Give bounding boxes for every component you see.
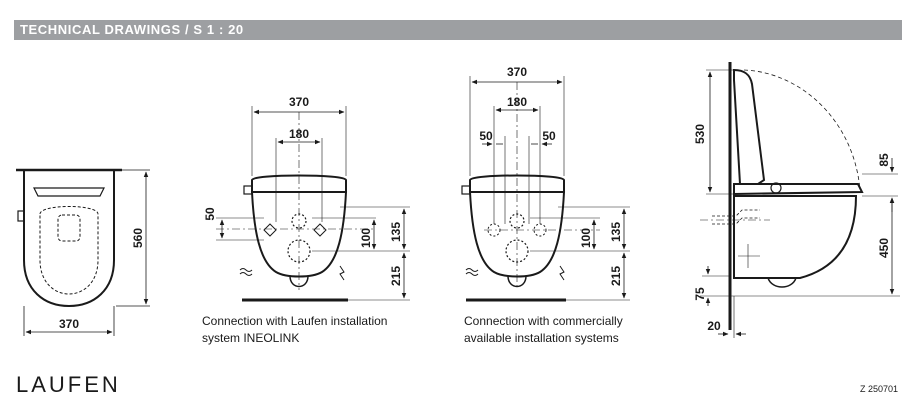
ineolink-spacing-label: 180 [289,127,309,141]
ineolink-width-label: 370 [289,95,309,109]
front-view-commercial [461,76,630,302]
drawing-code: Z 250701 [859,384,898,394]
commercial-width-label: 370 [507,65,527,79]
commercial-caption: Connection with commercially available i… [464,313,623,347]
top-view [16,168,150,336]
side-seat-height-label: 450 [877,238,891,258]
commercial-offset-right-label: 50 [542,129,556,143]
side-wall-label: 20 [707,319,721,333]
ineolink-caption-line2: system INEOLINK [202,331,300,345]
ineolink-caption-line1: Connection with Laufen installation [202,314,388,328]
commercial-dim-215: 215 [609,266,623,286]
side-seat-label: 85 [877,153,891,167]
page-title: TECHNICAL DRAWINGS / S 1 : 20 [20,22,244,37]
commercial-spacing-label: 180 [507,95,527,109]
ineolink-dim-100: 100 [359,228,373,248]
ineolink-dim-215: 215 [389,266,403,286]
ineolink-offset-label: 50 [203,207,217,221]
commercial-caption-line2: available installation systems [464,331,619,345]
commercial-offset-left-label: 50 [479,129,493,143]
ineolink-caption: Connection with Laufen installation syst… [202,313,387,347]
commercial-dim-100: 100 [579,228,593,248]
ineolink-dim-135: 135 [389,222,403,242]
side-height-label: 530 [693,124,707,144]
side-outlet-label: 75 [693,287,707,301]
commercial-caption-line1: Connection with commercially [464,314,623,328]
top-view-depth-label: 560 [131,228,145,248]
top-view-width-label: 370 [59,317,79,331]
front-view-ineolink [216,106,410,302]
header-bar: TECHNICAL DRAWINGS / S 1 : 20 [14,20,902,40]
side-view [700,62,900,338]
commercial-dim-135: 135 [609,222,623,242]
brand-logo: LAUFEN [16,372,121,397]
